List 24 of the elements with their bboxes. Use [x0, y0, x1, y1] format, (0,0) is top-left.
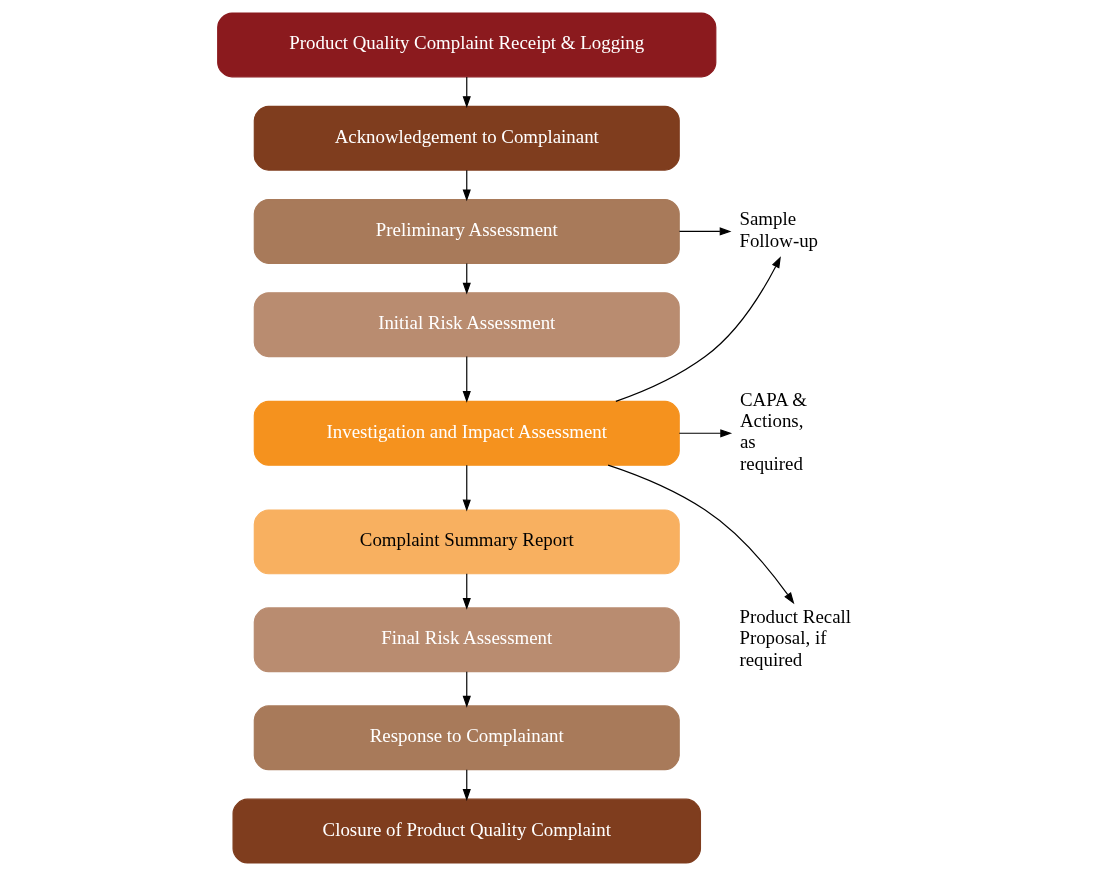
node-text: CAPA & Actions, as required: [739, 388, 807, 474]
arrow: [607, 464, 795, 605]
arrow: [462, 76, 471, 109]
arrow: [462, 169, 471, 202]
node-box: Initial Risk Assessment: [253, 292, 680, 358]
node-text: Sample Follow-up: [739, 208, 819, 251]
node-box: Complaint Summary Report: [253, 509, 680, 575]
arrow: [462, 671, 471, 708]
arrow: [462, 356, 471, 403]
arrow: [462, 769, 471, 801]
node-box: Acknowledgement to Complainant: [253, 105, 680, 171]
arrow: [615, 256, 781, 402]
arrow: [678, 227, 732, 236]
node-box: Closure of Product Quality Complaint: [232, 798, 702, 864]
arrow: [678, 429, 733, 438]
node-text: Product Recall Proposal, if required: [739, 606, 852, 670]
node-box: Investigation and Impact Assessment: [253, 400, 680, 466]
node-box: Preliminary Assessment: [253, 199, 680, 264]
node-box: Response to Complainant: [253, 705, 680, 771]
arrow: [462, 573, 471, 610]
arrow: [462, 464, 471, 512]
node-box: Final Risk Assessment: [253, 607, 680, 673]
arrow: [462, 262, 471, 295]
node-box: Product Quality Complaint Receipt & Logging: [217, 12, 717, 78]
